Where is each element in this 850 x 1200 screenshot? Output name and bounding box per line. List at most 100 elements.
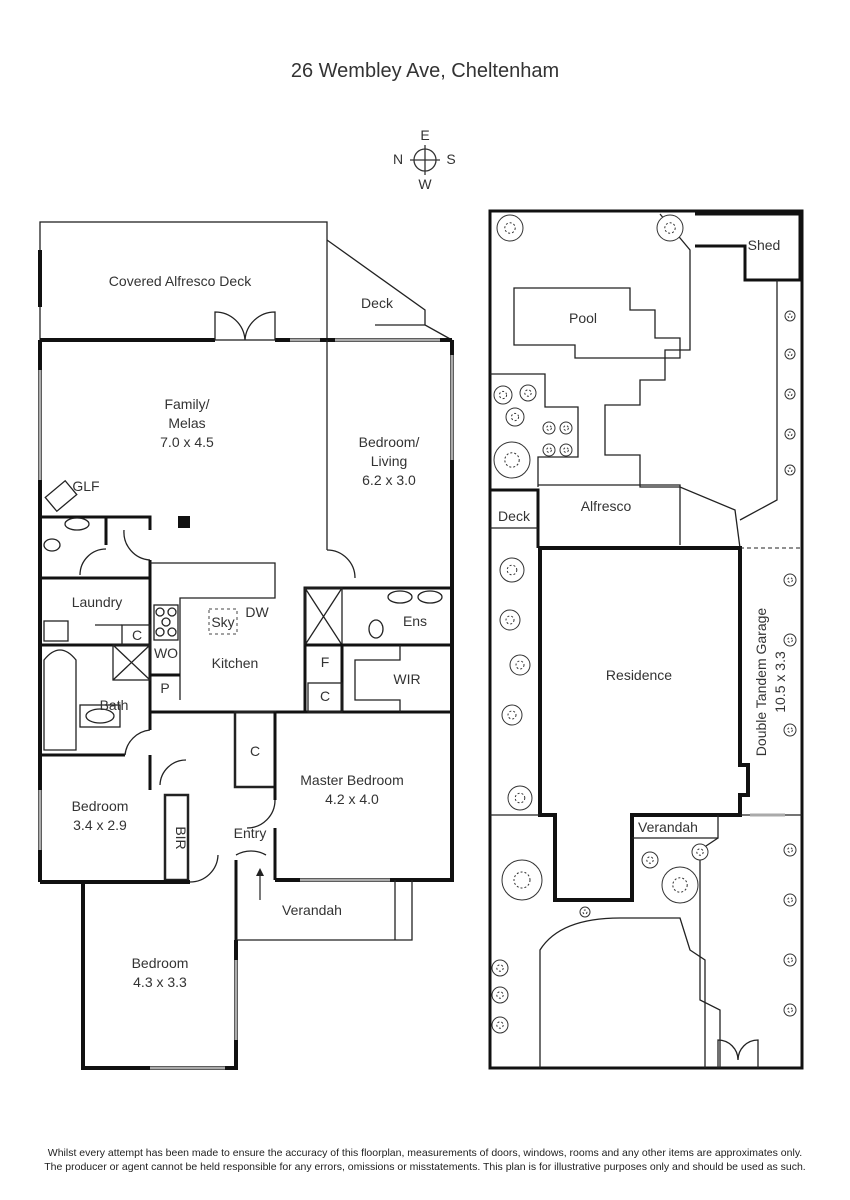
tree-icon-center [787,637,793,643]
tree-icon-center [498,390,508,400]
tree-icon [501,704,523,726]
compass-n: N [393,151,403,167]
room-label: Laundry [72,594,123,610]
tree-icon-center [787,391,793,397]
tree-icon-center [496,964,504,972]
toilet-icon [43,538,61,552]
tree-icon-center [563,447,569,453]
tree-icon [783,723,797,737]
room-label: DW [245,604,269,620]
tree-icon [783,953,797,967]
room-label: Melas [168,415,205,431]
tree-icon [499,609,521,631]
room-label: Entry [234,825,267,841]
room-label: Sky [211,614,234,630]
basin-icon [64,517,90,531]
room-label: C [320,688,330,704]
tree-icon-center [496,991,504,999]
room-label: WO [154,645,178,661]
tree-icon-center [664,222,676,234]
tree-icon-center [513,871,531,889]
room-label: Living [371,453,408,469]
tree-icon [493,441,531,479]
room-size: 4.3 x 3.3 [133,974,187,990]
tree-icon-center [515,660,525,670]
compass-s: S [446,151,455,167]
tree-icon-center [787,467,793,473]
tree-icon [542,443,556,457]
tree-icon [783,573,797,587]
room-label: Bedroom/ [359,434,420,450]
tree-icon-center [546,425,552,431]
site-label-verandah: Verandah [638,819,698,835]
room-label: C [132,627,142,643]
floor-plan-labels: Covered Alfresco Deck Deck Family/ Melas… [72,273,427,990]
tree-icon [493,385,513,405]
room-label: P [160,680,169,696]
site-label-pool: Pool [569,310,597,326]
site-trees [491,214,797,1034]
room-label: Bath [100,697,129,713]
tree-icon-center [506,564,518,576]
tree-icon-center [582,909,588,915]
room-label: Family/ [164,396,209,412]
tree-icon-center [646,856,654,864]
page-title: 26 Wembley Ave, Cheltenham [290,60,560,82]
room-size: 3.4 x 2.9 [73,817,127,833]
tree-icon [505,407,525,427]
site-label-alfresco: Alfresco [581,498,632,514]
tree-icon [784,464,796,476]
tree-icon-center [696,848,704,856]
skylight [208,608,238,635]
tree-icon-center [524,389,532,397]
tree-icon [507,785,533,811]
room-label: C [250,743,260,759]
tree-icon [509,654,531,676]
tree-icon-center [787,897,793,903]
room-label: GLF [72,478,99,494]
room-size: 7.0 x 4.5 [160,434,214,450]
tree-icon-center [787,431,793,437]
site-label-deck: Deck [498,508,531,524]
tree-icon-center [504,452,520,468]
tree-icon-center [514,792,526,804]
room-label: F [321,654,330,670]
tree-icon-center [504,222,516,234]
tree-icon-center [787,1007,793,1013]
tree-icon [491,1016,509,1034]
tree-icon [491,959,509,977]
room-label: WIR [393,671,420,687]
bathtub-icon [43,649,77,751]
tree-icon-center [787,847,793,853]
site-label-shed: Shed [748,237,781,253]
tree-icon-center [563,425,569,431]
disclaimer: Whilst every attempt has been made to en… [0,1146,850,1174]
tree-icon [579,906,591,918]
room-label: Kitchen [212,655,259,671]
shower-icon [112,644,151,681]
tree-icon-center [505,615,515,625]
compass-icon: E N S W [393,127,456,192]
tree-icon [783,843,797,857]
compass-w: W [418,176,432,192]
tree-icon-center [510,412,520,422]
tree-icon-center [507,710,517,720]
tree-icon [691,843,709,861]
tree-icon [784,310,796,322]
tree-icon [783,633,797,647]
room-label: Master Bedroom [300,772,403,788]
room-label: Bedroom [72,798,129,814]
tree-icon [661,866,699,904]
tree-icon-center [672,877,688,893]
tree-icon [501,859,543,901]
disclaimer-line: Whilst every attempt has been made to en… [47,1147,803,1159]
site-plan [488,209,804,1070]
tree-icon [519,384,537,402]
room-label: BIR [173,826,189,849]
tree-icon [499,557,525,583]
tree-icon [559,443,573,457]
tree-icon [656,214,684,242]
tree-icon [783,1003,797,1017]
room-label: Deck [361,295,394,311]
